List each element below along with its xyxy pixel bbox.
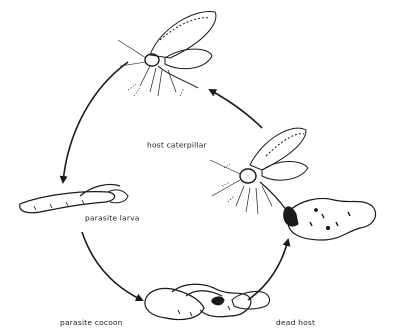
arrow-larva-to-cocoon <box>82 232 142 300</box>
parasite-larva-illustration <box>20 184 128 212</box>
arrow-top-to-larva <box>63 62 128 182</box>
right-wasp-illustration <box>210 128 376 240</box>
arrow-right-wasp-to-top <box>210 90 262 128</box>
top-wasp-illustration <box>118 11 216 96</box>
label-host-caterpillar: host caterpillar <box>147 141 207 149</box>
label-dead-host: dead host <box>276 318 315 326</box>
parasite-cocoon-illustration <box>145 284 251 319</box>
label-parasite-cocoon: parasite cocoon <box>60 318 123 326</box>
label-parasite-larva: parasite larva <box>85 214 140 222</box>
